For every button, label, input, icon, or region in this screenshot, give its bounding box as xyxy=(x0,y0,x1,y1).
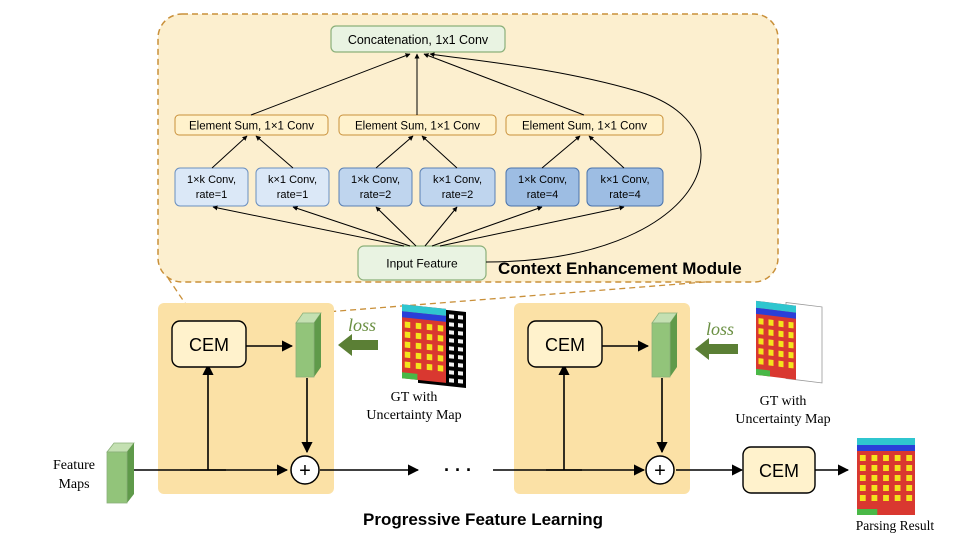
loss-label-stage-2: loss xyxy=(706,319,734,339)
gt-label-stage-1-line1: GT with xyxy=(391,390,438,405)
element-sum-label-2: Element Sum, 1×1 Conv xyxy=(355,121,480,133)
gt-label-stage-2-line2: Uncertainty Map xyxy=(735,412,830,427)
concatenation-box xyxy=(330,25,506,53)
feature-block-stage-2 xyxy=(651,312,678,378)
conv-1xk-rate4-line1: 1×k Conv, xyxy=(518,174,567,186)
loss-label-stage-1: loss xyxy=(348,315,376,335)
conv-kx1-rate2-box xyxy=(419,167,496,207)
input-feature-box xyxy=(357,245,487,281)
element-sum-label-1: Element Sum, 1×1 Conv xyxy=(189,121,314,133)
plus-node-stage-1: + xyxy=(290,455,320,485)
conv-kx1-rate2-line2: rate=2 xyxy=(442,189,474,201)
conv-kx1-rate4-line2: rate=4 xyxy=(609,189,641,201)
cem-detail-panel xyxy=(157,13,779,283)
gt-uncertainty-image-stage-2 xyxy=(756,300,823,384)
conv-1xk-rate1-line2: rate=1 xyxy=(196,189,228,201)
element-sum-label-3: Element Sum, 1×1 Conv xyxy=(522,121,647,133)
cem-label-stage-1: CEM xyxy=(189,335,229,355)
conv-1xk-rate2-line2: rate=2 xyxy=(360,189,392,201)
gt-label-stage-1-line2: Uncertainty Map xyxy=(366,408,461,423)
cem-box-stage-1 xyxy=(171,320,247,368)
loss-arrow-stage-2 xyxy=(695,338,738,360)
svg-text:+: + xyxy=(654,460,666,482)
conv-to-sum-arrows xyxy=(211,135,625,169)
gt-uncertainty-image-stage-1 xyxy=(402,304,466,388)
conv-1xk-rate2-line1: 1×k Conv, xyxy=(351,174,400,186)
element-sum-box-3 xyxy=(505,114,664,136)
conv-kx1-rate2-line1: k×1 Conv, xyxy=(433,174,482,186)
input-to-conv-arrows xyxy=(212,205,625,247)
gt-label-stage-2-line1: GT with xyxy=(760,394,807,409)
conv-kx1-rate4-line1: k×1 Conv, xyxy=(600,174,649,186)
cem-label-final: CEM xyxy=(759,461,799,481)
ellipsis: · · · xyxy=(444,460,472,480)
cem-label-stage-2: CEM xyxy=(545,335,585,355)
conv-1xk-rate1-line1: 1×k Conv, xyxy=(187,174,236,186)
parsing-result-image xyxy=(857,438,915,515)
progressive-learning-title: Progressive Feature Learning xyxy=(363,510,603,529)
svg-text:+: + xyxy=(299,460,311,482)
feature-maps-label-line2: Maps xyxy=(58,477,89,492)
concatenation-label: Concatenation, 1x1 Conv xyxy=(348,33,489,47)
conv-1xk-rate1-box xyxy=(174,167,249,207)
plus-node-stage-2: + xyxy=(645,455,675,485)
feature-maps-block xyxy=(106,442,135,504)
input-feature-label: Input Feature xyxy=(386,257,458,271)
conv-kx1-rate1-line1: k×1 Conv, xyxy=(268,174,317,186)
conv-1xk-rate2-box xyxy=(338,167,413,207)
gt-facade xyxy=(756,300,796,380)
conv-1xk-rate4-line2: rate=4 xyxy=(527,189,559,201)
cem-box-final xyxy=(742,446,816,494)
cem-module-title: Context Enhancement Module xyxy=(498,259,742,278)
parsing-result-label: Parsing Result xyxy=(856,518,935,533)
feature-block-stage-1 xyxy=(295,312,322,378)
stage-2-connections xyxy=(546,340,668,471)
gt-facade xyxy=(402,304,446,383)
cem-box-stage-2 xyxy=(527,320,603,368)
sum-to-concat-arrows xyxy=(250,52,702,263)
loss-arrow-stage-1 xyxy=(338,334,378,356)
conv-kx1-rate4-box xyxy=(586,167,664,207)
feature-maps-label-line1: Feature xyxy=(53,458,95,473)
conv-kx1-rate1-line2: rate=1 xyxy=(277,189,309,201)
